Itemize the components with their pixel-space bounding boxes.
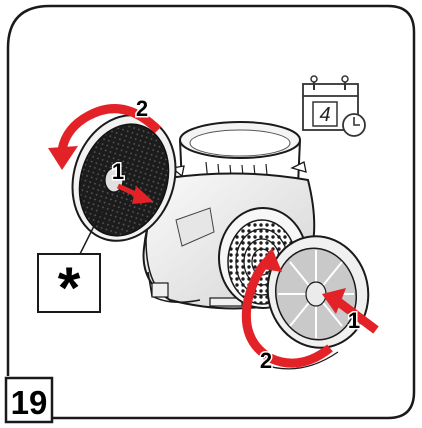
- arrow-right-push: [322, 288, 379, 334]
- arrow-right-rotate: [241, 248, 339, 370]
- step-number-box: 19: [4, 376, 54, 424]
- left-grease-filter: [71, 114, 177, 255]
- figure-frame: [50, 4, 416, 420]
- figure-frame-left: [6, 4, 51, 376]
- calendar-number: 4: [319, 104, 330, 126]
- callout-right-rotate: 2: [260, 348, 272, 373]
- callout-left-push: 1: [112, 159, 124, 184]
- arrow-left-push: [116, 183, 154, 204]
- callout-right-push: 1: [348, 308, 360, 333]
- step-number: 19: [11, 384, 48, 421]
- callout-left-rotate: 2: [136, 96, 148, 121]
- note-box: *: [37, 253, 101, 321]
- right-carbon-filter: [266, 235, 370, 349]
- note-symbol: *: [58, 256, 81, 321]
- arrow-left-rotate: [48, 104, 162, 170]
- calendar-clock-icon: 4: [302, 75, 366, 137]
